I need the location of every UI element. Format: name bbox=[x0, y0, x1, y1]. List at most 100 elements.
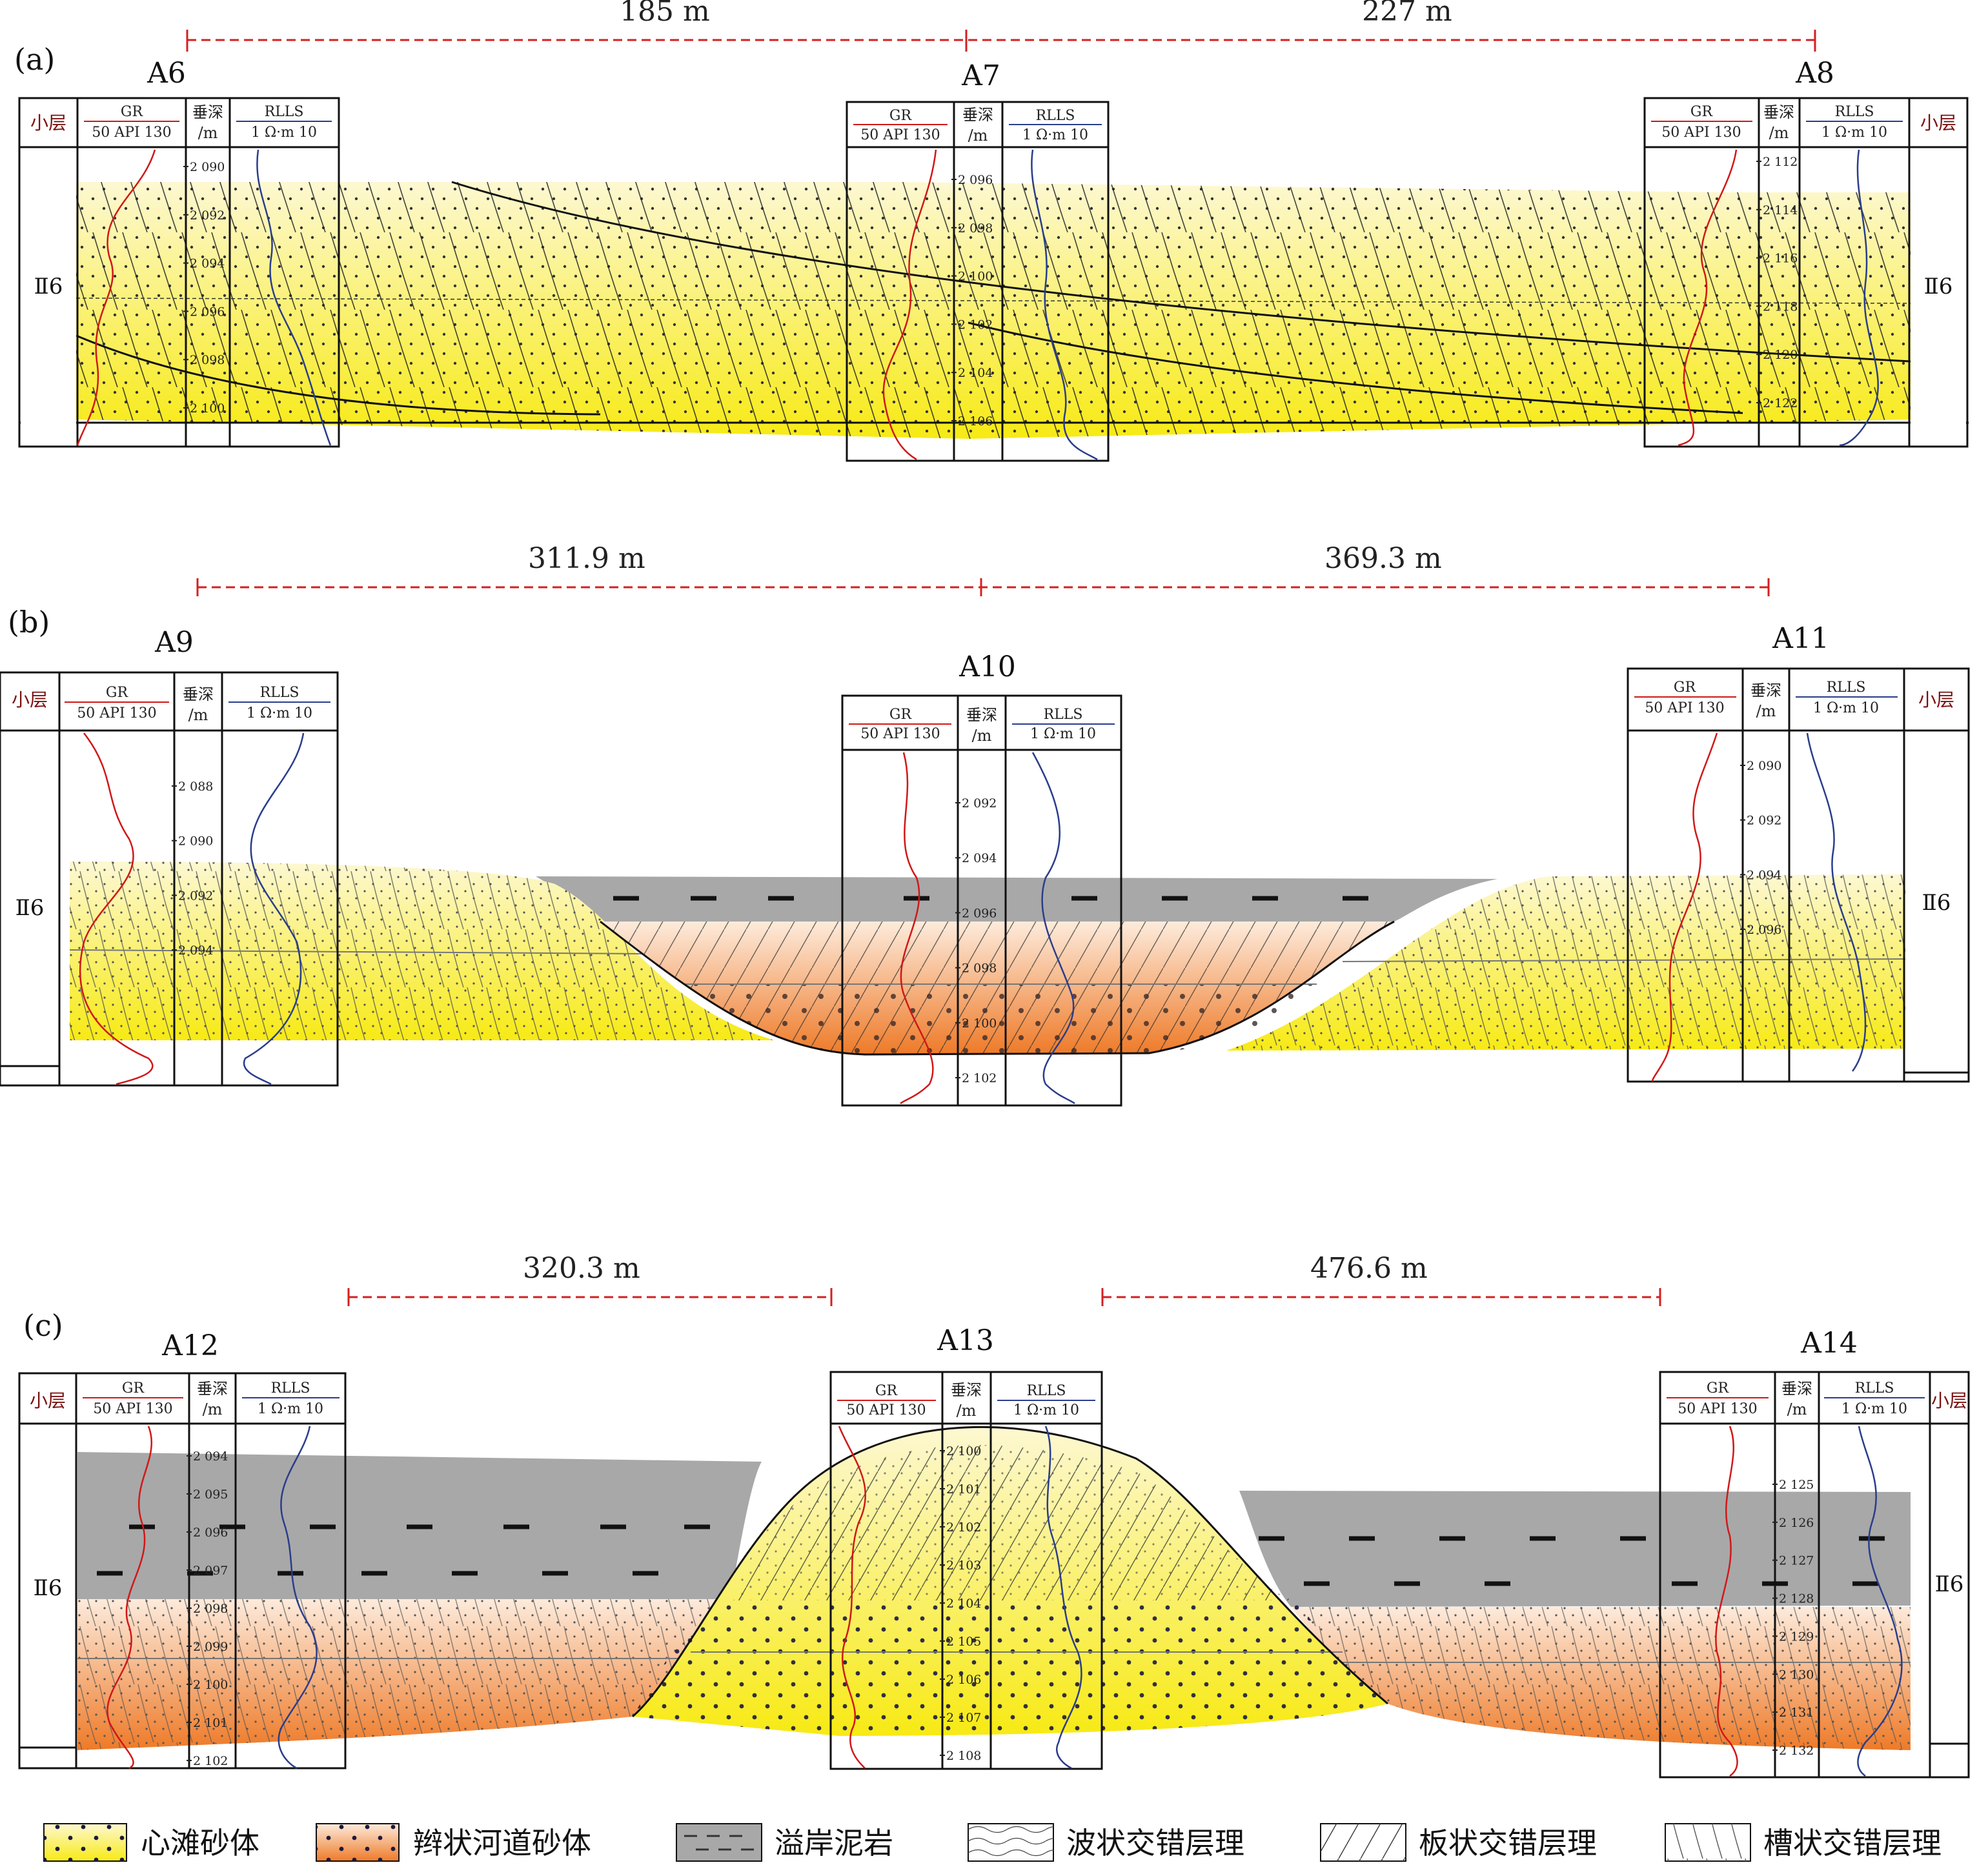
depth-tick-label: 2 108 bbox=[946, 1749, 981, 1763]
gr-curve bbox=[838, 1426, 866, 1769]
svg-text:50 API 130: 50 API 130 bbox=[77, 705, 156, 721]
well-a10: A10 GR 50 API 130 垂深 /m RLLS 1 Ω·m 10 2 … bbox=[841, 650, 1122, 1107]
depth-tick-label: 2 094 bbox=[1747, 868, 1781, 882]
svg-text:Ⅱ6: Ⅱ6 bbox=[1935, 1571, 1964, 1597]
depth-tick-label: 2 092 bbox=[1747, 814, 1781, 828]
svg-text:50 API 130: 50 API 130 bbox=[860, 127, 940, 143]
svg-text:Ⅱ6: Ⅱ6 bbox=[15, 895, 45, 921]
svg-text:50 API 130: 50 API 130 bbox=[1645, 700, 1724, 716]
depth-tick-label: 2 099 bbox=[193, 1640, 228, 1654]
svg-text:1 Ω·m 10: 1 Ω·m 10 bbox=[258, 1401, 323, 1417]
svg-text:50 API 130: 50 API 130 bbox=[1678, 1401, 1757, 1417]
depth-tick-label: 2 102 bbox=[193, 1754, 228, 1768]
svg-text:垂深: 垂深 bbox=[962, 106, 993, 124]
svg-text:垂深: 垂深 bbox=[1750, 681, 1781, 700]
svg-text:心滩砂体: 心滩砂体 bbox=[141, 1826, 259, 1860]
depth-tick-label: 2 128 bbox=[1779, 1592, 1814, 1606]
layer-label: Ⅱ6 bbox=[34, 274, 63, 299]
depth-tick-label: 2 122 bbox=[1763, 396, 1798, 410]
svg-text:RLLS: RLLS bbox=[1036, 108, 1075, 124]
gr-curve bbox=[79, 732, 154, 1085]
svg-text:垂深: 垂深 bbox=[1781, 1380, 1812, 1398]
svg-text:RLLS: RLLS bbox=[1835, 104, 1874, 120]
depth-tick-label: 2 101 bbox=[193, 1716, 228, 1730]
depth-tick-label: 2 090 bbox=[1747, 759, 1781, 773]
distance-label: 369.3 m bbox=[1324, 542, 1442, 575]
gr-curve bbox=[1678, 149, 1738, 447]
svg-text:1 Ω·m 10: 1 Ω·m 10 bbox=[1813, 700, 1879, 716]
svg-text:50 API 130: 50 API 130 bbox=[92, 125, 171, 141]
depth-tick-label: 2 096 bbox=[958, 173, 993, 187]
svg-text:GR: GR bbox=[106, 685, 129, 701]
depth-tick-label: 2 094 bbox=[190, 257, 225, 271]
svg-text:小层: 小层 bbox=[1918, 689, 1954, 711]
svg-text:槽状交错层理: 槽状交错层理 bbox=[1763, 1826, 1942, 1860]
well-a12: A12 小层 GR 50 API 130 垂深 /m RLLS 1 Ω·m 10… bbox=[18, 1329, 347, 1769]
rlls-curve bbox=[1031, 752, 1075, 1104]
distance-label: 311.9 m bbox=[528, 542, 645, 575]
svg-text:GR: GR bbox=[1674, 680, 1697, 696]
gr-curve bbox=[1715, 1426, 1738, 1777]
depth-tick-label: 2 132 bbox=[1779, 1744, 1814, 1758]
distance-label: 320.3 m bbox=[523, 1252, 640, 1285]
depth-tick-label: 2 125 bbox=[1779, 1478, 1814, 1492]
well-name: A7 bbox=[961, 59, 1000, 92]
svg-text:RLLS: RLLS bbox=[265, 104, 304, 120]
well-name: A10 bbox=[959, 650, 1016, 683]
rlls-curve bbox=[1857, 1426, 1903, 1777]
svg-text:RLLS: RLLS bbox=[1855, 1380, 1894, 1396]
legend-item-mudstone: 溢岸泥岩 bbox=[676, 1823, 893, 1862]
svg-text:/m: /m bbox=[188, 706, 208, 724]
depth-tick-label: 2 106 bbox=[958, 414, 993, 428]
svg-text:50 API 130: 50 API 130 bbox=[846, 1402, 926, 1418]
svg-text:RLLS: RLLS bbox=[1027, 1383, 1066, 1399]
depth-tick-label: 2 092 bbox=[190, 208, 225, 223]
depth-tick-label: 2 094 bbox=[178, 943, 213, 958]
depth-tick-label: 2 112 bbox=[1763, 155, 1798, 169]
svg-text:RLLS: RLLS bbox=[1827, 680, 1866, 696]
well-name: A12 bbox=[161, 1329, 219, 1362]
depth-tick-label: 2 105 bbox=[946, 1635, 981, 1649]
legend-item-wavy-cross-bedding: 波状交错层理 bbox=[968, 1823, 1244, 1862]
svg-text:GR: GR bbox=[122, 1380, 145, 1396]
depth-tick-label: 2 098 bbox=[190, 353, 225, 367]
depth-tick-label: 2 100 bbox=[190, 401, 225, 416]
rlls-curve bbox=[278, 1426, 318, 1769]
depth-tick-label: 2 100 bbox=[962, 1016, 997, 1031]
legend-item-planar-cross-bedding: 板状交错层理 bbox=[1320, 1823, 1597, 1862]
svg-text:垂深: 垂深 bbox=[966, 706, 997, 724]
svg-text:小层: 小层 bbox=[30, 1390, 66, 1411]
svg-text:RLLS: RLLS bbox=[260, 685, 299, 701]
depth-tick-label: 2 102 bbox=[962, 1071, 997, 1085]
depth-tick-label: 2 102 bbox=[958, 318, 993, 332]
well-a13: A13 GR 50 API 130 垂深 /m RLLS 1 Ω·m 10 2 … bbox=[829, 1324, 1103, 1770]
depth-tick-label: 2 103 bbox=[946, 1558, 981, 1573]
well-a9: A9 小层 GR 50 API 130 垂深 /m RLLS 1 Ω·m 10 … bbox=[0, 626, 339, 1087]
rlls-curve bbox=[243, 732, 305, 1085]
depth-tick-label: 2 094 bbox=[962, 851, 997, 865]
svg-text:GR: GR bbox=[1690, 104, 1714, 120]
svg-text:1 Ω·m 10: 1 Ω·m 10 bbox=[251, 125, 317, 141]
depth-tick-label: 2 098 bbox=[962, 962, 997, 976]
svg-text:垂深: 垂深 bbox=[951, 1381, 982, 1399]
svg-text:1 Ω·m 10: 1 Ω·m 10 bbox=[1013, 1402, 1079, 1418]
svg-text:50 API 130: 50 API 130 bbox=[1661, 125, 1741, 141]
svg-text:Ⅱ6: Ⅱ6 bbox=[1922, 890, 1951, 916]
svg-text:GR: GR bbox=[121, 104, 144, 120]
rlls-curve bbox=[1839, 149, 1879, 447]
svg-text:RLLS: RLLS bbox=[1044, 707, 1083, 723]
panel-label: (a) bbox=[14, 42, 55, 77]
well-a7: A7 GR 50 API 130 垂深 /m RLLS 1 Ω·m 10 2 0… bbox=[846, 59, 1110, 462]
legend-item-trough-cross-bedding: 槽状交错层理 bbox=[1665, 1823, 1942, 1862]
depth-tick-label: 2 130 bbox=[1779, 1668, 1814, 1682]
depth-tick-label: 2 096 bbox=[193, 1526, 228, 1540]
depth-tick-label: 2 095 bbox=[193, 1487, 228, 1502]
svg-text:溢岸泥岩: 溢岸泥岩 bbox=[775, 1826, 893, 1860]
panel-label: (b) bbox=[8, 605, 50, 640]
panel-a: (a) 185 m 227 m A6 小层 GR 50 bbox=[14, 0, 1969, 462]
svg-text:Ⅱ6: Ⅱ6 bbox=[1924, 274, 1953, 299]
depth-tick-label: 2 100 bbox=[946, 1444, 981, 1458]
svg-text:RLLS: RLLS bbox=[271, 1380, 310, 1396]
depth-tick-label: 2 094 bbox=[193, 1449, 228, 1464]
svg-text:/m: /m bbox=[972, 727, 992, 745]
